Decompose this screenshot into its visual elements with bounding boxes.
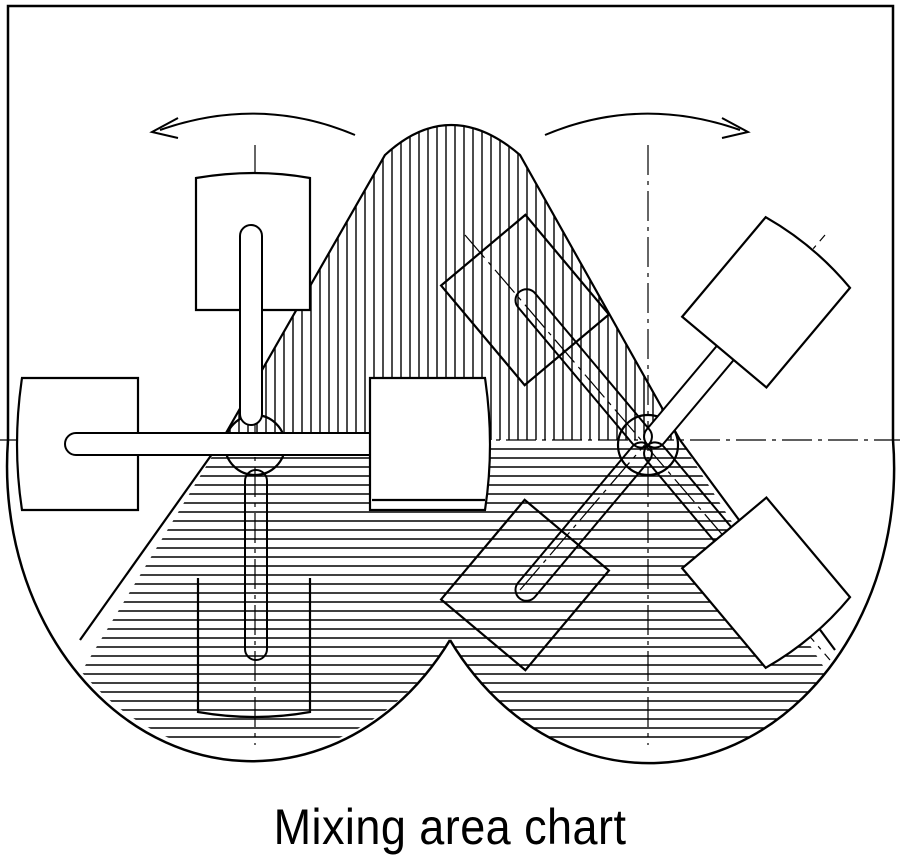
right-paddle-se [682,498,853,672]
right-paddle-ne [682,213,853,387]
left-arm-vertical-upper [240,225,262,425]
right-paddle-nw [441,215,609,385]
right-shaft-hub [618,415,678,475]
overlap-zone-outline [222,125,680,440]
mixer-housing [7,6,894,763]
left-arm-vertical-lower [245,470,267,660]
diagram-caption: Mixing area chart [273,799,627,855]
left-paddle-right [370,378,490,510]
rotation-arrow-left-icon [152,114,355,138]
mixing-area-diagram [0,0,900,790]
left-paddle-bottom [198,578,310,717]
rotation-arrow-right-icon [545,114,748,138]
right-paddle-sw [441,500,609,670]
